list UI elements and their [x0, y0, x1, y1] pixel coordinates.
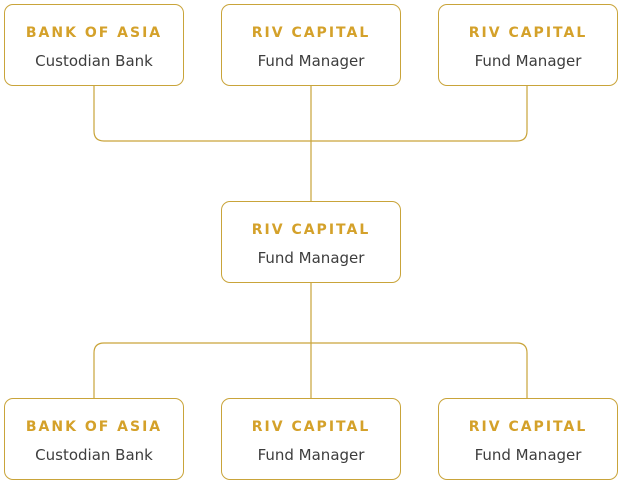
- node-subtitle: Fund Manager: [257, 446, 365, 464]
- connector-top-left: [93, 86, 311, 142]
- node-subtitle: Custodian Bank: [35, 446, 153, 464]
- node-title: RIV CAPITAL: [468, 419, 588, 435]
- node-title: RIV CAPITAL: [251, 222, 371, 238]
- node-title: RIV CAPITAL: [251, 25, 371, 41]
- node-top-riv-capital-1: RIV CAPITAL Fund Manager: [221, 4, 401, 86]
- node-subtitle: Fund Manager: [257, 52, 365, 70]
- connector-top-right: [311, 86, 528, 142]
- node-top-bank-of-asia: BANK OF ASIA Custodian Bank: [4, 4, 184, 86]
- node-subtitle: Custodian Bank: [35, 52, 153, 70]
- node-middle-riv-capital: RIV CAPITAL Fund Manager: [221, 201, 401, 283]
- node-subtitle: Fund Manager: [474, 52, 582, 70]
- connector-bottom-right: [311, 342, 528, 398]
- node-subtitle: Fund Manager: [257, 249, 365, 267]
- node-bottom-riv-capital-2: RIV CAPITAL Fund Manager: [438, 398, 618, 480]
- node-title: RIV CAPITAL: [251, 419, 371, 435]
- node-bottom-bank-of-asia: BANK OF ASIA Custodian Bank: [4, 398, 184, 480]
- node-subtitle: Fund Manager: [474, 446, 582, 464]
- node-title: BANK OF ASIA: [25, 419, 163, 435]
- node-title: RIV CAPITAL: [468, 25, 588, 41]
- connector-bottom-left: [93, 342, 311, 398]
- node-bottom-riv-capital-1: RIV CAPITAL Fund Manager: [221, 398, 401, 480]
- node-top-riv-capital-2: RIV CAPITAL Fund Manager: [438, 4, 618, 86]
- node-title: BANK OF ASIA: [25, 25, 163, 41]
